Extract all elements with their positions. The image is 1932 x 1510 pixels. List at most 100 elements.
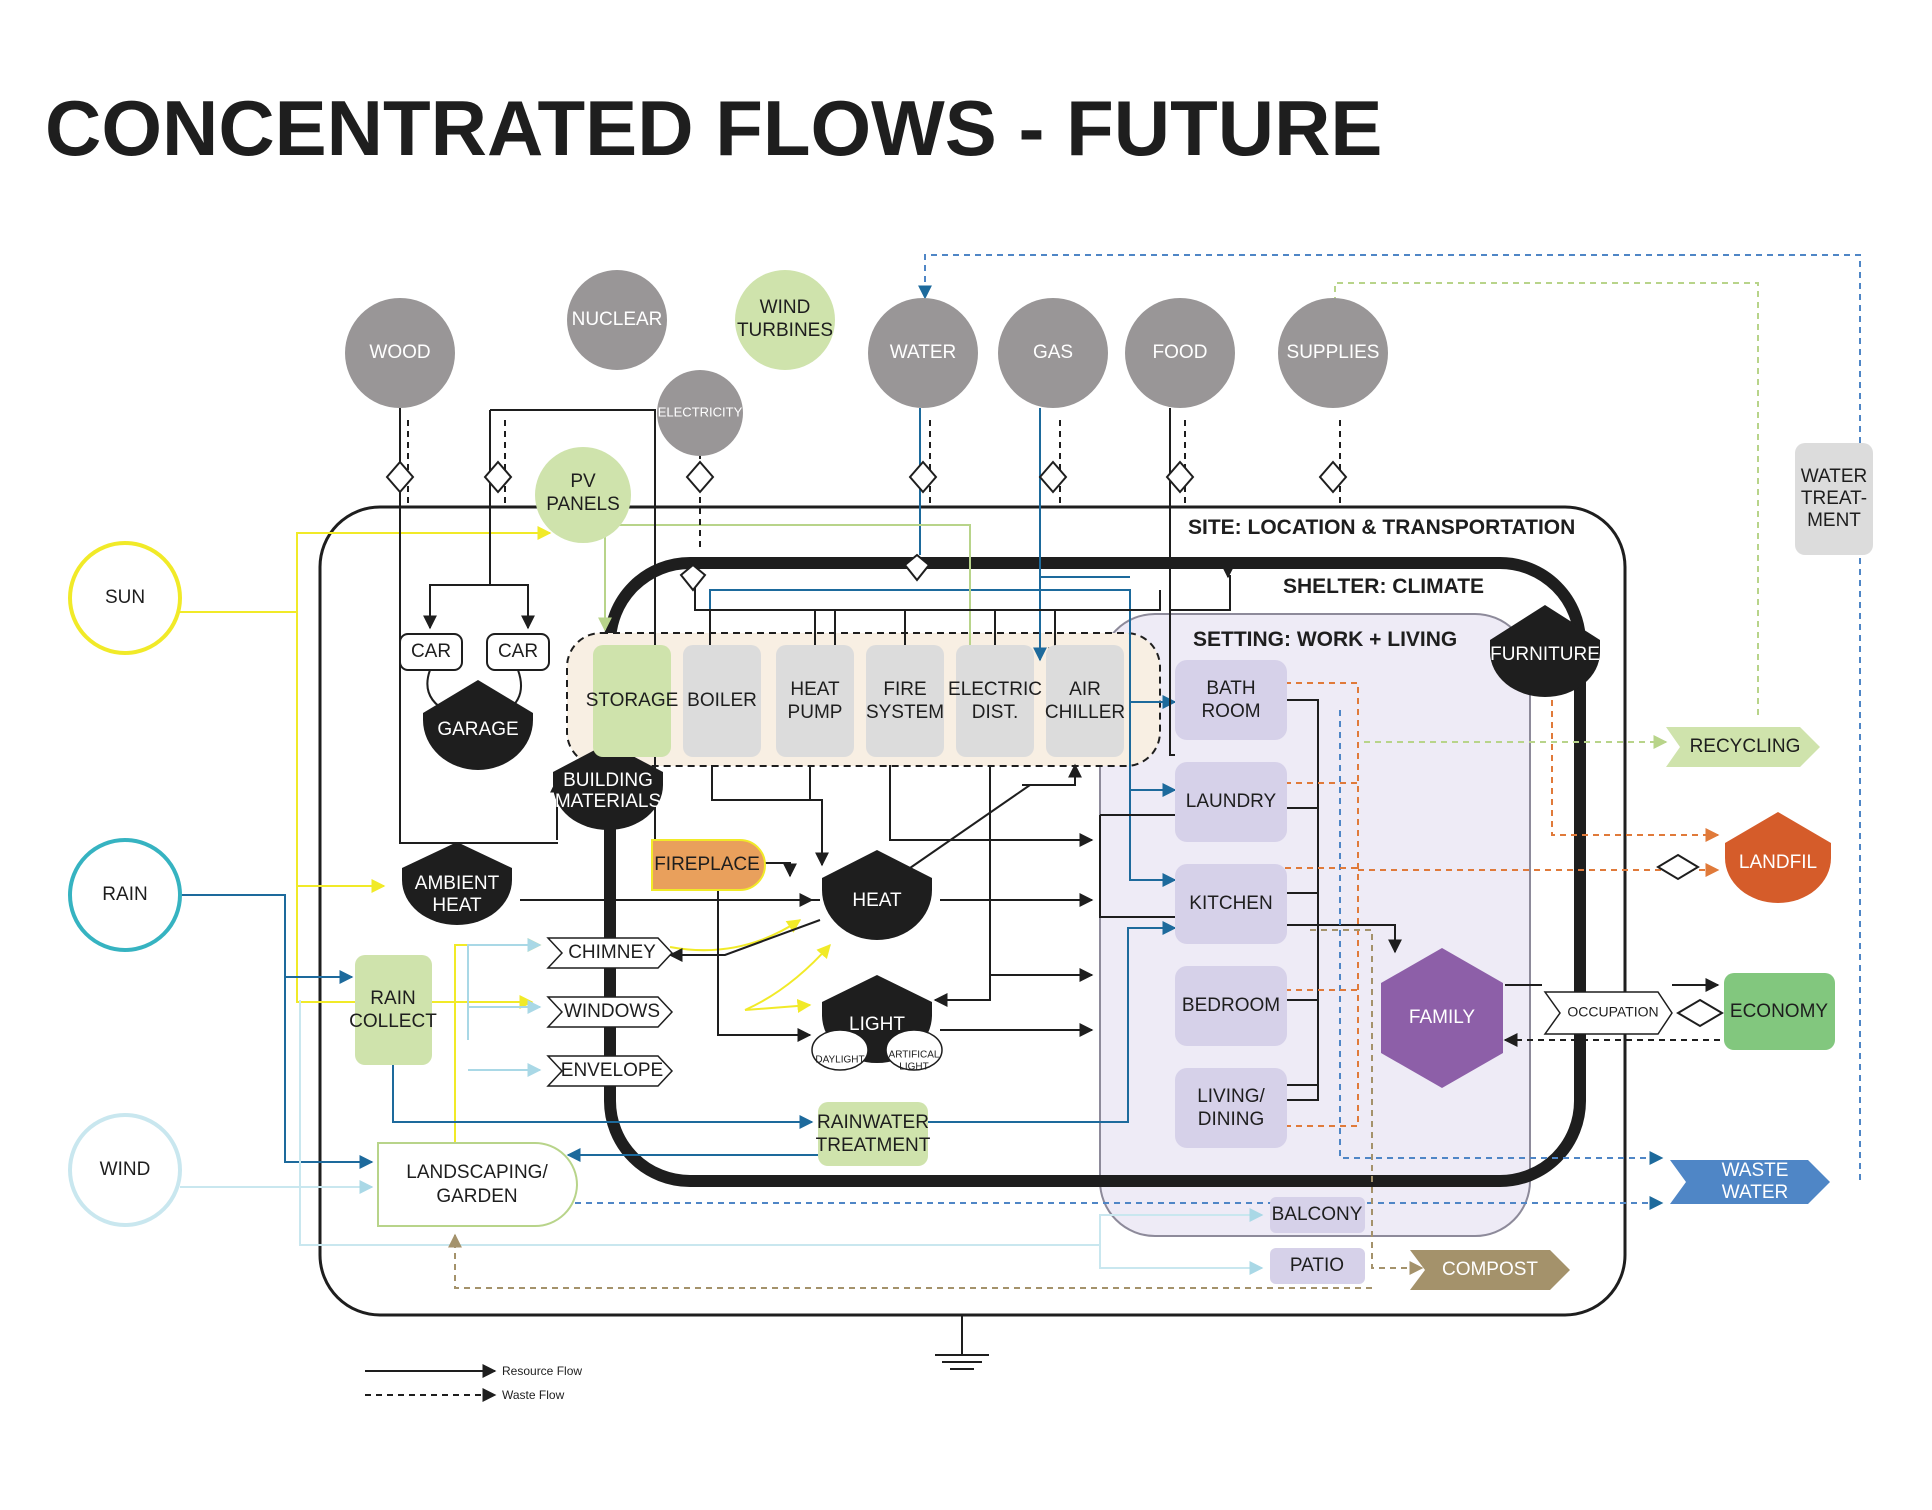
svg-text:WOOD: WOOD <box>369 342 430 363</box>
svg-text:MENT: MENT <box>1807 510 1861 531</box>
chimney: CHIMNEY <box>546 937 674 969</box>
svg-text:CAR: CAR <box>411 641 451 662</box>
system-air-chiller: AIR CHILLER <box>1045 645 1125 757</box>
occupation: OCCUPATION <box>1543 991 1673 1035</box>
system-storage: STORAGE <box>586 645 679 757</box>
svg-text:FURNITURE: FURNITURE <box>1490 644 1600 665</box>
svg-text:RAIN: RAIN <box>370 988 415 1009</box>
system-fire-system: FIRE SYSTEM <box>866 645 944 757</box>
room-bathroom: BATH ROOM <box>1175 660 1287 740</box>
svg-text:BUILDING: BUILDING <box>563 770 653 791</box>
output-landfil: LANDFIL <box>1725 812 1831 903</box>
svg-text:PV: PV <box>570 471 596 492</box>
output-economy: ECONOMY <box>1724 973 1835 1050</box>
climate-wind: WIND <box>68 1113 182 1227</box>
patio: PATIO <box>1270 1248 1365 1284</box>
svg-text:GARDEN: GARDEN <box>436 1186 517 1207</box>
svg-text:WIND: WIND <box>760 297 811 318</box>
car-b: CAR <box>486 633 550 671</box>
svg-text:PANELS: PANELS <box>546 494 620 515</box>
svg-text:STORAGE: STORAGE <box>586 690 679 711</box>
balcony: BALCONY <box>1270 1197 1365 1233</box>
svg-text:MATERIALS: MATERIALS <box>555 791 661 812</box>
output-recycling: RECYCLING <box>1666 727 1820 767</box>
flow-lines <box>180 254 1861 1289</box>
svg-text:OCCUPATION: OCCUPATION <box>1567 1004 1658 1020</box>
svg-text:HEAT: HEAT <box>852 890 902 911</box>
svg-text:COLLECT: COLLECT <box>349 1011 437 1032</box>
svg-text:WATER: WATER <box>890 342 957 363</box>
svg-text:FIRE: FIRE <box>883 679 926 700</box>
page-title: CONCENTRATED FLOWS - FUTURE <box>45 84 1382 172</box>
svg-text:SYSTEM: SYSTEM <box>866 702 944 723</box>
svg-text:FAMILY: FAMILY <box>1409 1007 1475 1028</box>
svg-text:RECYCLING: RECYCLING <box>1690 736 1801 757</box>
heat-node: HEAT <box>822 850 932 940</box>
svg-text:GAS: GAS <box>1033 342 1073 363</box>
garage: GARAGE <box>423 680 533 770</box>
rainwater-treatment: RAINWATER TREATMENT <box>816 1102 931 1166</box>
svg-text:NUCLEAR: NUCLEAR <box>572 309 663 330</box>
site-zone-label: SITE: LOCATION & TRANSPORTATION <box>1188 516 1575 539</box>
svg-text:Waste Flow: Waste Flow <box>502 1388 565 1402</box>
svg-text:CAR: CAR <box>498 641 538 662</box>
svg-text:LANDSCAPING/: LANDSCAPING/ <box>406 1162 548 1183</box>
svg-text:WINDOWS: WINDOWS <box>564 1001 660 1022</box>
output-waste-water: WASTE WATER <box>1670 1160 1830 1204</box>
svg-text:WASTE: WASTE <box>1722 1160 1789 1181</box>
svg-text:AMBIENT: AMBIENT <box>415 873 500 894</box>
svg-text:KITCHEN: KITCHEN <box>1189 893 1272 914</box>
svg-text:WATER: WATER <box>1722 1182 1789 1203</box>
shelter-zone <box>604 557 1586 1187</box>
svg-text:CHIMNEY: CHIMNEY <box>568 942 656 963</box>
system-heat-pump: HEAT PUMP <box>776 645 854 757</box>
output-compost: COMPOST <box>1410 1250 1570 1290</box>
source-supplies: SUPPLIES <box>1278 298 1388 408</box>
svg-text:RAINWATER: RAINWATER <box>817 1112 929 1133</box>
climate-rain: RAIN <box>68 838 182 952</box>
system-boiler: BOILER <box>683 645 761 757</box>
ambient-heat: AMBIENT HEAT <box>402 842 512 925</box>
source-gas: GAS <box>998 298 1108 408</box>
svg-text:ENVELOPE: ENVELOPE <box>561 1060 663 1081</box>
svg-text:WATER: WATER <box>1801 466 1868 487</box>
svg-text:TREAT-: TREAT- <box>1801 488 1867 509</box>
svg-text:HEAT: HEAT <box>790 679 840 700</box>
legend: Resource Flow Waste Flow <box>365 1364 582 1402</box>
source-pv-panels: PV PANELS <box>535 447 631 543</box>
room-laundry: LAUNDRY <box>1175 762 1287 842</box>
svg-text:BOILER: BOILER <box>687 690 757 711</box>
site-zone <box>318 505 1627 1317</box>
source-food: FOOD <box>1125 298 1235 408</box>
svg-text:BATH: BATH <box>1206 678 1255 699</box>
svg-text:COMPOST: COMPOST <box>1442 1259 1538 1280</box>
source-electricity: ELECTRICITY <box>657 370 743 456</box>
svg-text:PATIO: PATIO <box>1290 1255 1344 1276</box>
setting-zone-label: SETTING: WORK + LIVING <box>1193 628 1457 651</box>
source-nuclear: NUCLEAR <box>567 270 667 370</box>
svg-text:RAIN: RAIN <box>102 884 147 905</box>
family: FAMILY <box>1381 948 1503 1088</box>
shelter-zone-label: SHELTER: CLIMATE <box>1283 575 1484 598</box>
room-bedroom: BEDROOM <box>1175 966 1287 1046</box>
output-water-treatment: WATER TREAT- MENT <box>1795 443 1873 555</box>
svg-text:ROOM: ROOM <box>1201 701 1260 722</box>
svg-text:BALCONY: BALCONY <box>1272 1204 1363 1225</box>
svg-text:SUN: SUN <box>105 587 145 608</box>
svg-text:ARTIFICAL: ARTIFICAL <box>889 1050 940 1061</box>
source-wind-turbines: WIND TURBINES <box>735 270 835 370</box>
room-living-dining: LIVING/ DINING <box>1175 1068 1287 1148</box>
source-wood: WOOD <box>345 298 455 408</box>
furniture: FURNITURE <box>1490 605 1600 697</box>
svg-text:SUPPLIES: SUPPLIES <box>1287 342 1380 363</box>
light-node: LIGHT DAYLIGHT ARTIFICAL LIGHT <box>811 975 943 1073</box>
svg-text:LAUNDRY: LAUNDRY <box>1186 791 1277 812</box>
svg-text:LANDFIL: LANDFIL <box>1739 852 1817 873</box>
svg-text:LIGHT: LIGHT <box>899 1062 928 1073</box>
svg-text:ECONOMY: ECONOMY <box>1730 1001 1829 1022</box>
landscaping-garden: LANDSCAPING/ GARDEN <box>377 1142 579 1227</box>
car-a: CAR <box>399 633 463 671</box>
svg-text:DINING: DINING <box>1198 1109 1265 1130</box>
svg-text:LIGHT: LIGHT <box>849 1014 905 1035</box>
svg-text:AIR: AIR <box>1069 679 1101 700</box>
